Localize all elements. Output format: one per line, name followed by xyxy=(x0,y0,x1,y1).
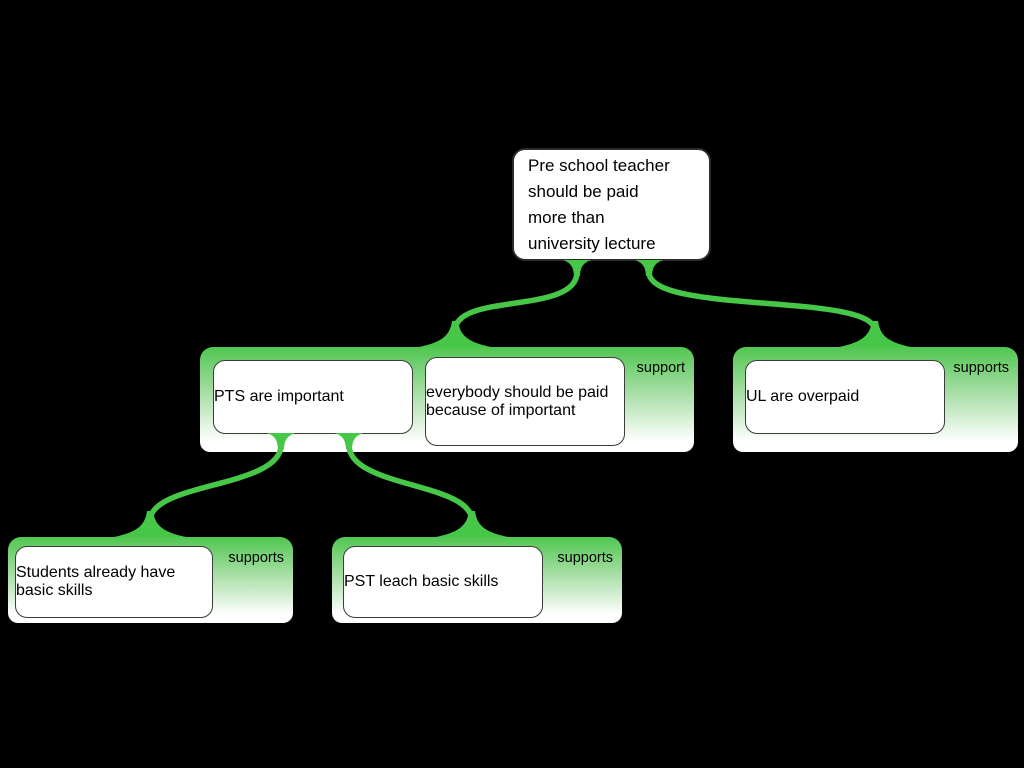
group-label-support: support xyxy=(636,360,685,376)
supports-group-students[interactable]: supports Students already have basic ski… xyxy=(8,537,293,623)
node-root-claim[interactable]: Pre school teacher should be paid more t… xyxy=(512,148,711,261)
group-label-supports-students: supports xyxy=(228,550,284,566)
supports-group-pst[interactable]: supports PST leach basic skills xyxy=(332,537,622,623)
support-group-pts[interactable]: support PTS are important everybody shou… xyxy=(200,347,694,452)
node-root-claim-text: Pre school teacher should be paid more t… xyxy=(528,155,670,253)
node-ul-text: UL are overpaid xyxy=(746,388,860,405)
supports-group-ul[interactable]: supports UL are overpaid xyxy=(733,347,1018,452)
node-students-skills[interactable]: Students already have basic skills xyxy=(15,546,213,618)
node-pst-text: PST leach basic skills xyxy=(344,573,499,590)
group-label-supports-ul: supports xyxy=(953,360,1009,376)
node-everybody-paid[interactable]: everybody should be paid because of impo… xyxy=(425,357,625,446)
node-pts-text: PTS are important xyxy=(214,388,344,405)
group-label-supports-pst: supports xyxy=(557,550,613,566)
node-students-text: Students already have basic skills xyxy=(16,564,176,599)
node-ul-overpaid[interactable]: UL are overpaid xyxy=(745,360,945,434)
node-pst-skills[interactable]: PST leach basic skills xyxy=(343,546,543,618)
node-pts-are-important[interactable]: PTS are important xyxy=(213,360,413,434)
connector-root-to-supports-ul xyxy=(635,260,911,347)
node-everybody-text: everybody should be paid because of impo… xyxy=(426,383,609,419)
connector-root-to-support-group xyxy=(419,260,591,347)
